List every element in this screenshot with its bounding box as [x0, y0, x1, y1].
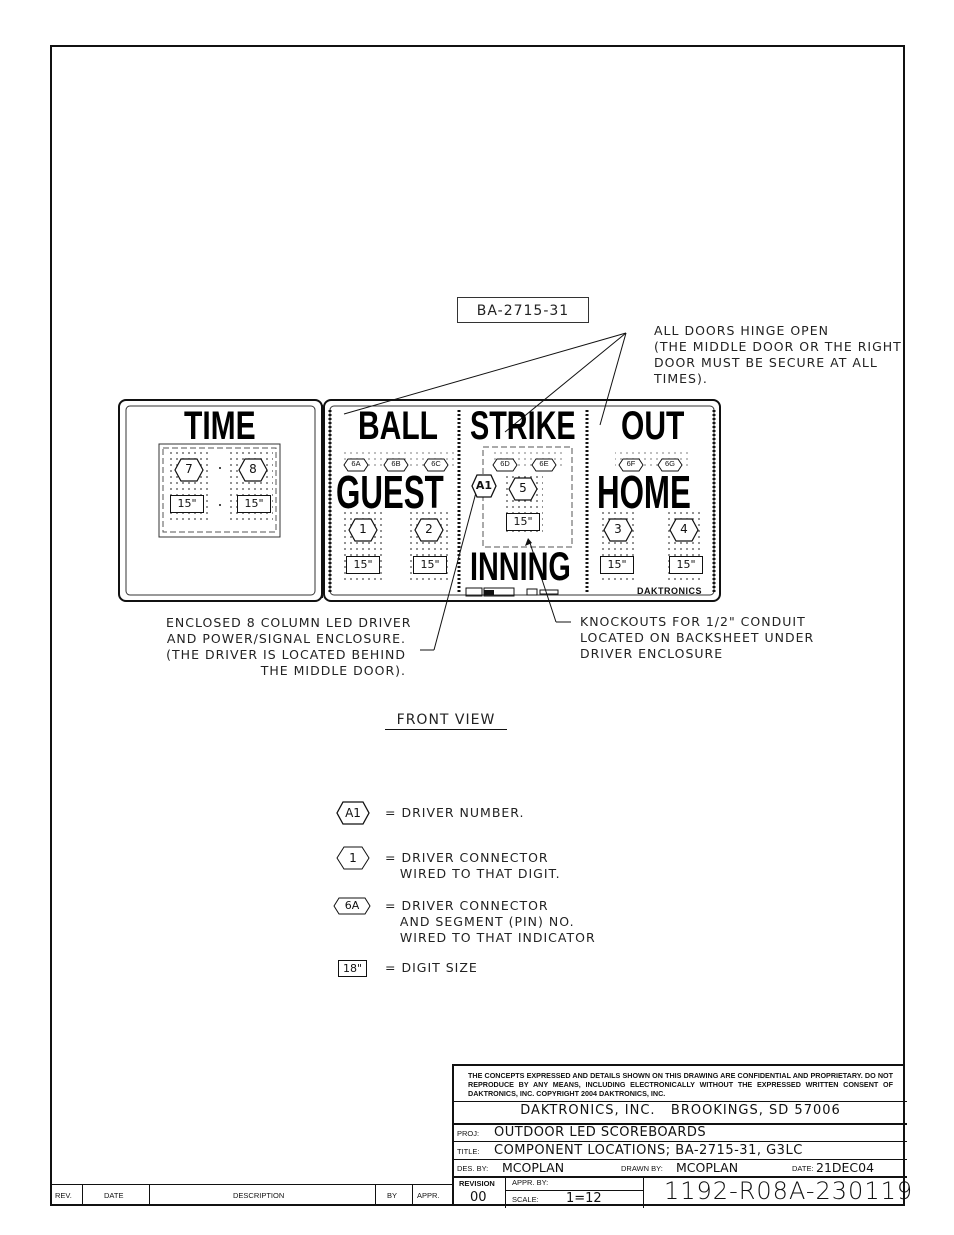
header-guest: GUEST [336, 466, 444, 518]
drawing-id-box: BA-2715-31 [457, 297, 589, 323]
digit-size-box: 15" [346, 556, 380, 574]
designer: MCOPLAN [502, 1160, 565, 1175]
des-label: DES. BY: [457, 1164, 489, 1173]
date-col-header: DATE [104, 1191, 124, 1200]
legend-driver-text: = DRIVER NUMBER. [385, 805, 525, 820]
hex-indicator-6f: 6F [618, 457, 644, 476]
drawn-label: DRAWN BY: [621, 1164, 663, 1173]
header-strike: STRIKE [470, 404, 576, 448]
revision-label: REVISION [459, 1179, 495, 1188]
appr-label: APPR. BY: [512, 1178, 549, 1187]
hex-indicator-6d: 6D [492, 457, 518, 476]
brand-logo: DAKTRONICS [637, 586, 702, 596]
hex-digit-7: 7 [174, 458, 204, 486]
company-line: DAKTRONICS, INC. BROOKINGS, SD 57006 [520, 1103, 841, 1118]
drawn-by: MCOPLAN [676, 1160, 739, 1175]
title-label: TITLE: [457, 1147, 480, 1156]
note-driver-enclosure: ENCLOSED 8 COLUMN LED DRIVER AND POWER/S… [166, 615, 412, 678]
header-out: OUT [621, 404, 685, 448]
title-block: THE CONCEPTS EXPRESSED AND DETAILS SHOWN… [452, 1064, 912, 1208]
header-inning: INNING [470, 545, 571, 589]
digit-size-box: 15" [237, 495, 271, 513]
digit-size-box: 15" [506, 513, 540, 531]
hex-digit-5: 5 [508, 477, 538, 505]
drawing-id: BA-2715-31 [476, 303, 570, 319]
note-doors: ALL DOORS HINGE OPEN (THE MIDDLE DOOR OR… [654, 323, 902, 386]
description-col-header: DESCRIPTION [233, 1191, 285, 1200]
drawing-number: 1192-R08A-230119 [664, 1177, 914, 1205]
legend-size-symbol: 18" [338, 960, 367, 977]
hex-indicator-6a: 6A [343, 457, 369, 476]
digit-size-box: 15" [669, 556, 703, 574]
revision-number: 00 [470, 1190, 487, 1205]
digit-size-box: 15" [413, 556, 447, 574]
drawing-border [50, 45, 905, 1206]
header-time: TIME [184, 404, 256, 448]
legend-digit-symbol: 1 [336, 846, 370, 874]
hex-digit-8: 8 [238, 458, 268, 486]
hex-digit-2: 2 [414, 518, 444, 546]
note-knockouts: KNOCKOUTS FOR 1/2" CONDUIT LOCATED ON BA… [580, 614, 815, 661]
header-home: HOME [597, 466, 691, 518]
legend-digit-text: = DRIVER CONNECTOR WIRED TO THAT DIGIT. [385, 850, 561, 881]
legend-driver-symbol: A1 [336, 801, 370, 829]
hex-digit-4: 4 [669, 518, 699, 546]
by-col-header: BY [387, 1191, 398, 1200]
hex-indicator-6b: 6B [383, 457, 409, 476]
hex-digit-3: 3 [603, 518, 633, 546]
digit-size-box: 15" [600, 556, 634, 574]
drawing-date: 21DEC04 [816, 1160, 875, 1175]
revision-table: REV. DATE DESCRIPTION BY APPR. [50, 1184, 452, 1206]
legend-indicator-text: = DRIVER CONNECTOR AND SEGMENT (PIN) NO.… [385, 898, 596, 945]
appr-col-header: APPR. [417, 1191, 440, 1200]
legend-size-text: = DIGIT SIZE [385, 960, 478, 975]
drawing-title: COMPONENT LOCATIONS; BA-2715-31, G3LC [494, 1143, 803, 1158]
project-name: OUTDOOR LED SCOREBOARDS [494, 1125, 707, 1140]
confidential-notice: THE CONCEPTS EXPRESSED AND DETAILS SHOWN… [468, 1071, 893, 1098]
legend-indicator-symbol: 6A [333, 897, 371, 919]
rev-col-header: REV. [55, 1191, 72, 1200]
proj-label: PROJ: [457, 1129, 480, 1138]
hex-indicator-6c: 6C [423, 457, 449, 476]
digit-size-box: 15" [170, 495, 204, 513]
view-title: FRONT VIEW [385, 712, 507, 730]
scale-label: SCALE: [512, 1195, 539, 1204]
scale-value: 1=12 [566, 1191, 602, 1206]
hex-indicator-6e: 6E [531, 457, 557, 476]
hex-indicator-6g: 6G [657, 457, 683, 476]
hex-digit-1: 1 [348, 518, 378, 546]
date-label: DATE: [792, 1164, 814, 1173]
header-ball: BALL [358, 404, 438, 448]
driver-a1-marker: A1 [471, 474, 497, 502]
